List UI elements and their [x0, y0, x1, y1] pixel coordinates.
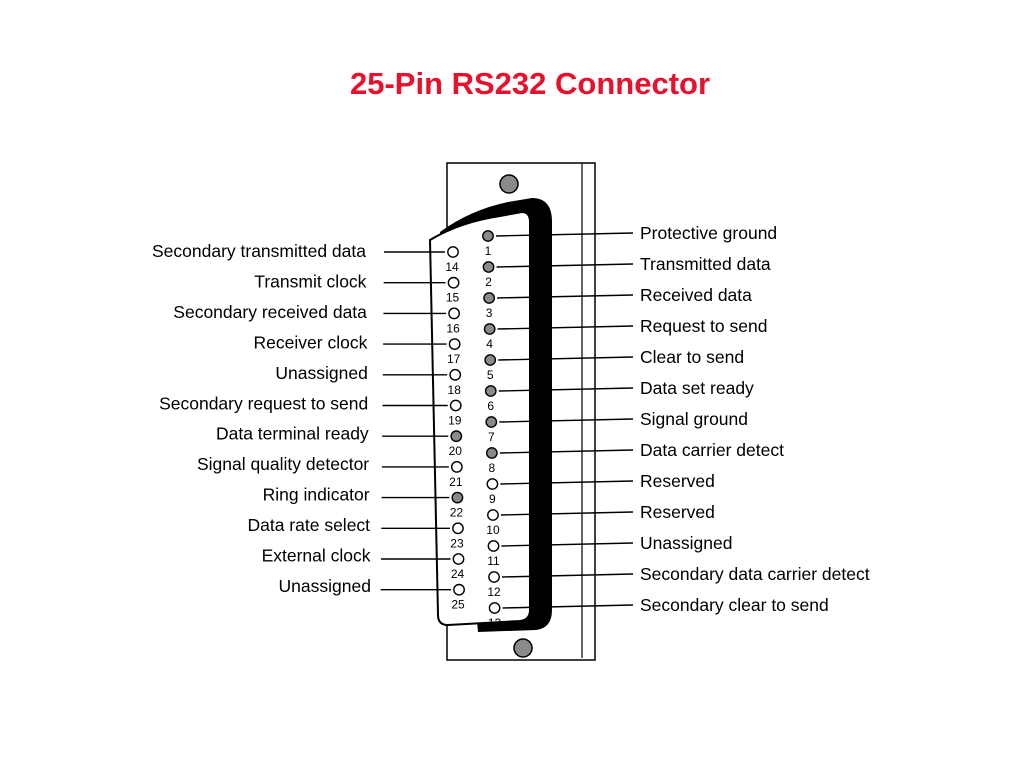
- signal-label-pin-11: Unassigned: [640, 533, 732, 553]
- pin-23: [452, 522, 464, 535]
- signal-label-pin-9: Reserved: [640, 471, 715, 491]
- leader-line-pin-4: [497, 325, 634, 330]
- leader-line-pin-9: [500, 480, 634, 485]
- pin-number-2: 2: [485, 275, 492, 289]
- pin-number-7: 7: [488, 430, 495, 444]
- signal-label-pin-14: Secondary transmitted data: [152, 241, 366, 261]
- signal-label-pin-21: Signal quality detector: [197, 454, 369, 474]
- leader-line-pin-10: [500, 511, 634, 516]
- pin-number-16: 16: [446, 321, 460, 335]
- pin-number-19: 19: [448, 414, 462, 428]
- pin-10: [487, 509, 499, 521]
- signal-label-pin-7: Signal ground: [640, 409, 748, 429]
- leader-line-pin-5: [498, 356, 634, 361]
- pin-number-20: 20: [449, 444, 463, 458]
- pin-13: [488, 602, 501, 614]
- signal-label-pin-23: Data rate select: [247, 515, 370, 535]
- pin-number-11: 11: [487, 554, 500, 568]
- leader-line-pin-11: [501, 542, 634, 547]
- pin-24: [452, 553, 465, 565]
- pin-9: [486, 478, 499, 490]
- pin-1: [482, 230, 494, 242]
- signal-label-pin-25: Unassigned: [279, 576, 371, 596]
- pin-25: [453, 583, 465, 596]
- pin-20: [450, 430, 463, 443]
- signal-label-pin-24: External clock: [262, 546, 371, 566]
- leader-line-pin-7: [499, 418, 634, 423]
- pin-number-17: 17: [447, 352, 461, 366]
- signal-label-pin-22: Ring indicator: [263, 485, 370, 505]
- pin-number-1: 1: [485, 244, 492, 258]
- pin-number-6: 6: [487, 399, 494, 413]
- leader-line-pin-13: [502, 604, 634, 609]
- signal-label-pin-16: Secondary received data: [173, 302, 367, 322]
- signal-label-pin-19: Secondary request to send: [159, 393, 368, 413]
- pin-number-8: 8: [489, 461, 496, 475]
- pin-number-14: 14: [445, 260, 459, 274]
- pin-17: [448, 338, 461, 350]
- pin-7: [485, 416, 498, 428]
- signal-label-pin-4: Request to send: [640, 316, 767, 336]
- pin-number-25: 25: [451, 598, 465, 612]
- signal-label-pin-13: Secondary clear to send: [640, 595, 829, 615]
- pin-16: [448, 307, 460, 320]
- pin-number-15: 15: [446, 291, 460, 305]
- pin-number-5: 5: [487, 368, 494, 382]
- pin-11: [487, 540, 500, 552]
- signal-label-pin-8: Data carrier detect: [640, 440, 784, 460]
- mounting-screw-bottom: [513, 638, 533, 658]
- pin-18: [449, 368, 462, 381]
- leader-line-pin-8: [499, 449, 634, 454]
- leader-line-pin-2: [496, 263, 634, 268]
- pin-15: [447, 276, 460, 289]
- pin-number-22: 22: [450, 506, 464, 520]
- pin-19: [449, 399, 462, 412]
- signal-label-pin-5: Clear to send: [640, 347, 744, 367]
- signal-label-pin-12: Secondary data carrier detect: [640, 564, 870, 584]
- signal-label-pin-15: Transmit clock: [254, 271, 366, 291]
- pin-21: [450, 460, 463, 473]
- leader-line-pin-1: [495, 232, 634, 237]
- pin-number-10: 10: [486, 523, 500, 537]
- pin-14: [447, 246, 459, 258]
- pin-number-9: 9: [489, 492, 496, 506]
- signal-label-pin-10: Reserved: [640, 502, 715, 522]
- leader-line-pin-3: [497, 294, 634, 299]
- signal-label-pin-3: Received data: [640, 285, 752, 305]
- pin-22: [451, 491, 464, 504]
- pin-number-13: 13: [488, 616, 502, 630]
- pin-number-4: 4: [486, 337, 493, 351]
- signal-label-pin-6: Data set ready: [640, 378, 754, 398]
- pin-12: [488, 571, 500, 583]
- signal-label-pin-2: Transmitted data: [640, 254, 771, 274]
- pin-2: [482, 261, 495, 273]
- pin-6: [484, 385, 497, 397]
- pin-number-24: 24: [451, 567, 465, 581]
- pin-3: [483, 292, 495, 304]
- pin-5: [484, 354, 497, 366]
- signal-label-pin-20: Data terminal ready: [216, 424, 369, 444]
- pin-number-12: 12: [487, 585, 501, 599]
- pin-number-18: 18: [448, 383, 462, 397]
- pin-number-23: 23: [450, 536, 464, 550]
- pin-8: [485, 447, 498, 459]
- pin-number-21: 21: [449, 475, 463, 489]
- leader-line-pin-12: [502, 573, 634, 578]
- signal-label-pin-17: Receiver clock: [254, 332, 368, 352]
- signal-label-pin-1: Protective ground: [640, 223, 777, 243]
- signal-label-pin-18: Unassigned: [275, 363, 367, 383]
- pin-number-3: 3: [486, 306, 493, 320]
- slide-title: 25-Pin RS232 Connector: [349, 66, 711, 101]
- leader-line-pin-6: [498, 387, 634, 392]
- pin-4: [483, 323, 496, 335]
- mounting-screw-top: [499, 174, 519, 194]
